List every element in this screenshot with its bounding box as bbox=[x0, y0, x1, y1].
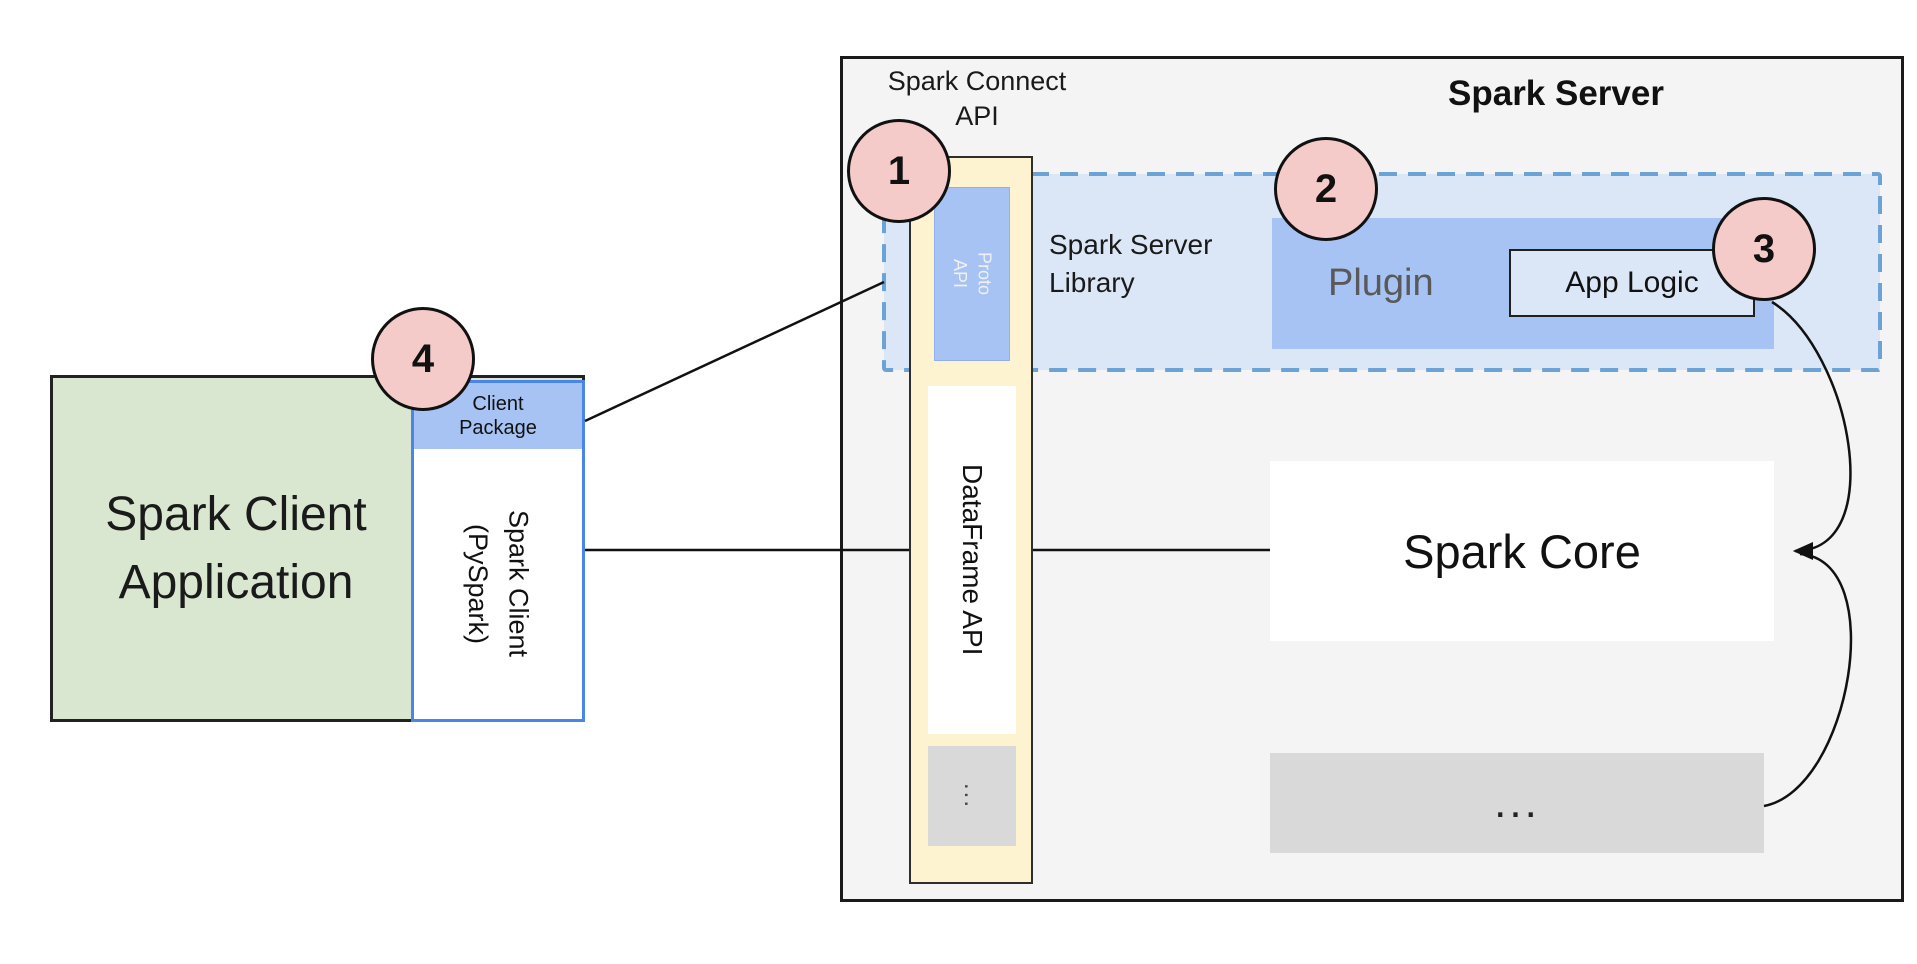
spark-core-box: Spark Core bbox=[1270, 461, 1774, 641]
client-package-label: Client Package bbox=[459, 393, 537, 439]
core-ellipsis-box: ... bbox=[1270, 753, 1764, 853]
spark-connect-api-column: Proto API DataFrame API ... bbox=[909, 156, 1033, 884]
step-2-number: 2 bbox=[1314, 166, 1338, 211]
core-ellipsis-label: ... bbox=[1494, 778, 1540, 827]
dataframe-api-label: DataFrame API bbox=[957, 464, 988, 656]
proto-api-box: Proto API bbox=[934, 187, 1010, 361]
step-3-number: 3 bbox=[1752, 226, 1776, 271]
step-2-badge: 2 bbox=[1274, 137, 1378, 241]
client-application-label: Spark Client Application bbox=[105, 488, 367, 609]
spark-server-title: Spark Server bbox=[1448, 74, 1664, 113]
dataframe-api-box: DataFrame API bbox=[928, 386, 1016, 734]
step-3-badge: 3 bbox=[1712, 197, 1816, 301]
step-4-badge: 4 bbox=[371, 307, 475, 411]
step-1-number: 1 bbox=[887, 148, 911, 193]
client-package-body: Spark Client (PySpark) bbox=[414, 449, 582, 719]
app-logic-label: App Logic bbox=[1565, 266, 1699, 299]
spark-client-pyspark-label: Spark Client (PySpark) bbox=[463, 510, 534, 658]
step-1-badge: 1 bbox=[847, 119, 951, 223]
step-4-number: 4 bbox=[411, 336, 435, 381]
api-column-ellipsis-box: ... bbox=[928, 746, 1016, 846]
spark-server-library-label: Spark Server Library bbox=[1049, 229, 1213, 298]
spark-connect-api-label: Spark Connect API bbox=[887, 66, 1067, 132]
plugin-label: Plugin bbox=[1328, 262, 1434, 304]
api-column-ellipsis-label: ... bbox=[959, 782, 986, 809]
proto-api-label: Proto API bbox=[950, 252, 995, 296]
spark-core-label: Spark Core bbox=[1403, 524, 1641, 578]
spark-client-pyspark-box: Client Package Spark Client (PySpark) bbox=[411, 380, 585, 722]
